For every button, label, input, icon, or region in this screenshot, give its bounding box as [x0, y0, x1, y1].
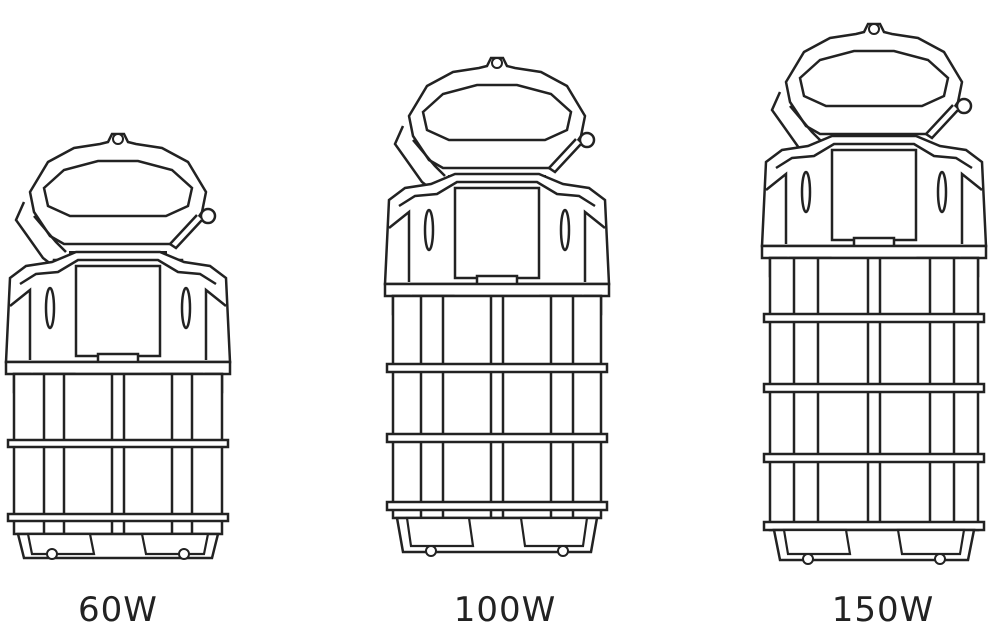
lamp-label-60w: 60W	[78, 590, 158, 630]
lamp-label-100w: 100W	[453, 590, 557, 630]
lamp-label-150w: 150W	[831, 590, 935, 630]
